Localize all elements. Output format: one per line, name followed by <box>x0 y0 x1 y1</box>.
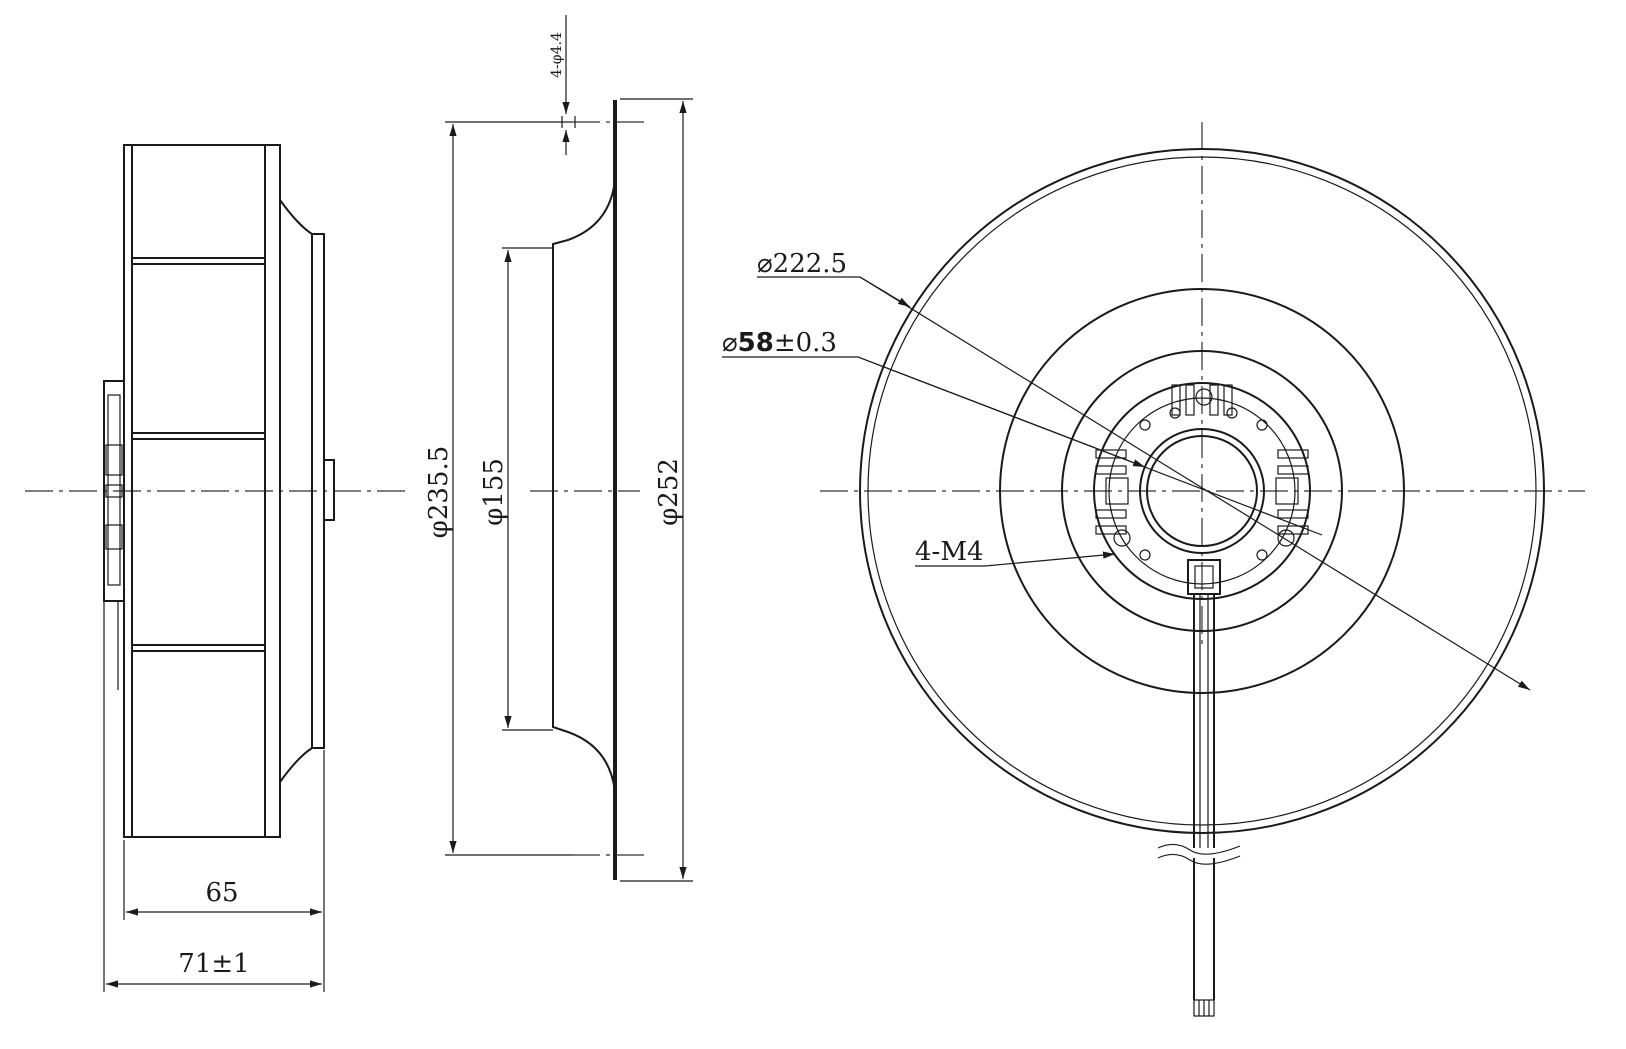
dia-58-label: ⌀58±0.3 <box>722 328 837 358</box>
holes-label: 4-φ4.4 <box>549 32 565 78</box>
dia-235-label: φ235.5 <box>424 446 454 539</box>
section-view <box>552 100 650 880</box>
dia-222-label: ⌀222.5 <box>757 249 847 279</box>
threads-label: 4-M4 <box>915 537 984 567</box>
front-view-callouts: ⌀222.5 ⌀58±0.3 4-M4 <box>722 249 1531 691</box>
side-view-dimensions: 65 71±1 <box>103 601 325 992</box>
dia-252-label: φ252 <box>654 458 684 526</box>
width-65-label: 65 <box>205 878 238 908</box>
side-view <box>103 144 335 838</box>
dia-155-label: φ155 <box>479 458 509 526</box>
front-view <box>859 122 1545 1017</box>
width-71-label: 71±1 <box>178 949 249 979</box>
section-view-dimensions: φ235.5 φ155 φ252 4-φ4.4 <box>424 15 693 882</box>
